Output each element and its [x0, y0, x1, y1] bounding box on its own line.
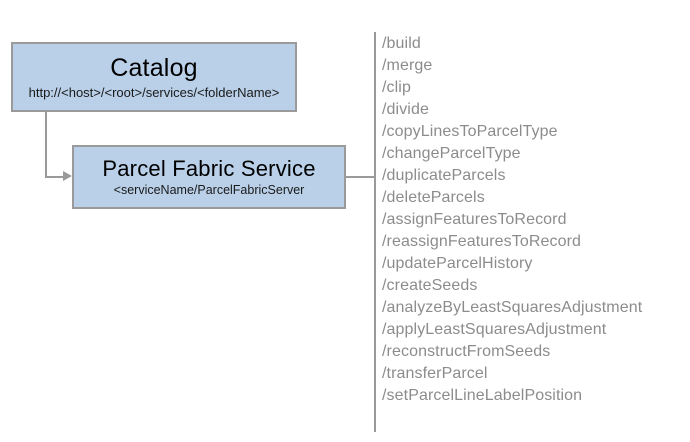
- operation-item[interactable]: /updateParcelHistory: [382, 255, 533, 272]
- operation-item[interactable]: /analyzeByLeastSquaresAdjustment: [382, 299, 643, 316]
- operation-item[interactable]: /createSeeds: [382, 277, 478, 294]
- operation-item[interactable]: /reconstructFromSeeds: [382, 343, 551, 360]
- operation-item[interactable]: /setParcelLineLabelPosition: [382, 387, 583, 404]
- connector-horizontal-catalog: [45, 176, 67, 178]
- operation-item[interactable]: /clip: [382, 79, 411, 96]
- operation-item[interactable]: /duplicateParcels: [382, 167, 506, 184]
- operation-item[interactable]: /merge: [382, 57, 433, 74]
- catalog-node-title: Catalog: [110, 53, 198, 82]
- operation-item[interactable]: /assignFeaturesToRecord: [382, 211, 567, 228]
- operation-item[interactable]: /transferParcel: [382, 365, 488, 382]
- connector-to-operations: [346, 176, 375, 178]
- operation-item[interactable]: /divide: [382, 101, 429, 118]
- operations-list: /build/merge/clip/divide/copyLinesToParc…: [382, 33, 682, 407]
- operation-item[interactable]: /changeParcelType: [382, 145, 521, 162]
- parcel-fabric-service-path: <serviceName/ParcelFabricServer: [113, 183, 305, 197]
- connector-vertical-catalog: [45, 112, 47, 177]
- operation-item[interactable]: /build: [382, 35, 421, 52]
- catalog-node-url: http://<host>/<root>/services/<folderNam…: [28, 84, 280, 100]
- arrow-head-icon: [63, 171, 72, 181]
- operation-item[interactable]: /applyLeastSquaresAdjustment: [382, 321, 607, 338]
- operation-item[interactable]: /deleteParcels: [382, 189, 485, 206]
- operation-item[interactable]: /reassignFeaturesToRecord: [382, 233, 582, 250]
- parcel-fabric-service-title: Parcel Fabric Service: [102, 156, 316, 181]
- operations-divider: [374, 32, 376, 432]
- catalog-node[interactable]: Catalog http://<host>/<root>/services/<f…: [11, 42, 297, 112]
- parcel-fabric-service-node[interactable]: Parcel Fabric Service <serviceName/Parce…: [72, 145, 346, 209]
- operation-item[interactable]: /copyLinesToParcelType: [382, 123, 558, 140]
